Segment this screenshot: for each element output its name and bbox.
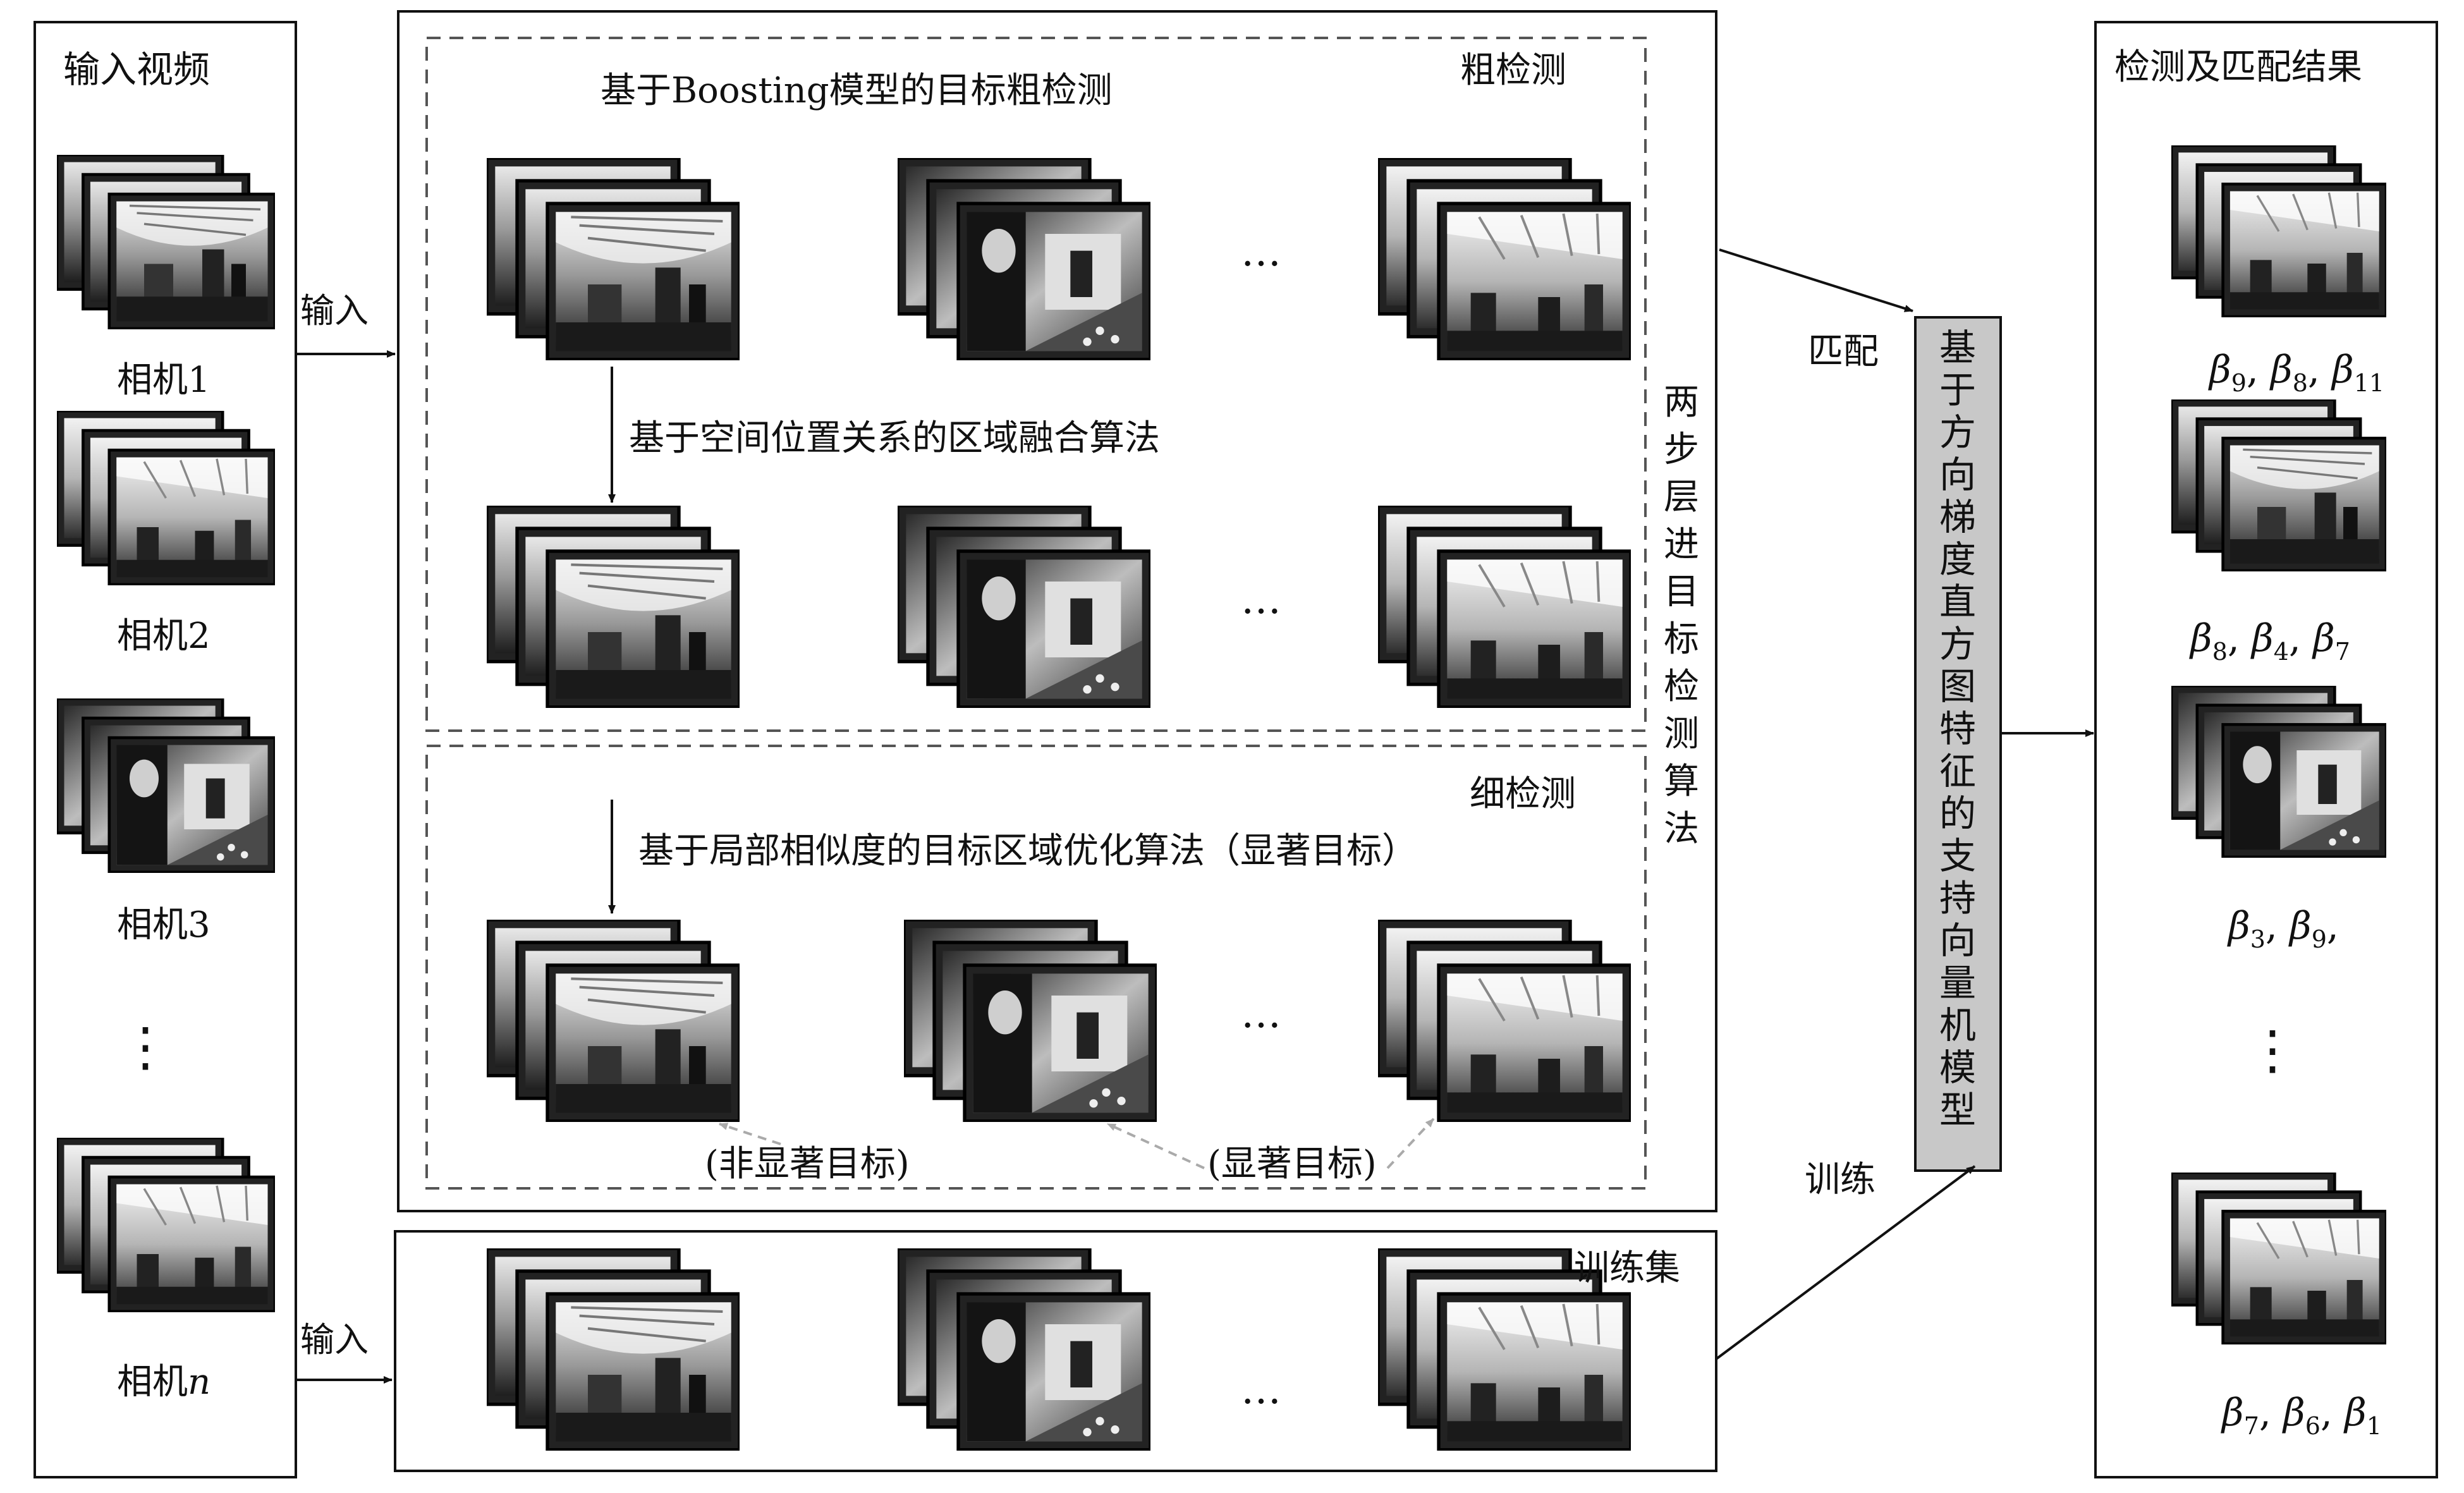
result-label-1: β9, β8, β11 bbox=[2208, 348, 2384, 397]
camera1-thumbnail bbox=[57, 155, 275, 329]
svm-model-box bbox=[1914, 316, 2002, 1172]
svg-text:进: 进 bbox=[1664, 524, 1699, 565]
svg-text:持: 持 bbox=[1939, 877, 1976, 920]
svg-text:征: 征 bbox=[1939, 750, 1976, 793]
svg-text:向: 向 bbox=[1939, 919, 1976, 962]
svg-text:的: 的 bbox=[1939, 792, 1976, 835]
result-thumb-3 bbox=[2171, 686, 2386, 857]
input-video-panel bbox=[34, 21, 297, 1478]
svg-text:β9, β8, β11: β9, β8, β11 bbox=[2208, 348, 2384, 397]
camera-label-3: 相机3 bbox=[117, 905, 210, 946]
svg-text:特: 特 bbox=[1939, 707, 1976, 750]
train-thumb-1 bbox=[487, 1248, 740, 1450]
fine-detection-label: 细检测 bbox=[1470, 774, 1576, 815]
svg-text:于: 于 bbox=[1939, 369, 1976, 411]
camera-label-1: 相机1 bbox=[117, 360, 210, 401]
svg-text:度: 度 bbox=[1939, 538, 1976, 581]
svg-text:目: 目 bbox=[1664, 571, 1699, 612]
fusion-ellipsis: … bbox=[1241, 576, 1281, 623]
result-thumb-2 bbox=[2171, 399, 2386, 571]
svg-text:直: 直 bbox=[1939, 580, 1976, 623]
svg-text:型: 型 bbox=[1939, 1088, 1976, 1131]
train-label: 训练 bbox=[1805, 1159, 1875, 1200]
fusion-thumb-3 bbox=[1378, 506, 1631, 707]
salient-label: (显著目标) bbox=[1207, 1143, 1377, 1185]
camera3-thumbnail bbox=[57, 698, 275, 872]
training-ellipsis: … bbox=[1241, 1367, 1281, 1413]
training-set-panel bbox=[394, 1230, 1717, 1472]
train-thumb-2 bbox=[898, 1248, 1150, 1450]
svg-text:基: 基 bbox=[1939, 326, 1976, 369]
svg-text:算: 算 bbox=[1664, 761, 1699, 802]
svg-text:β8, β4, β7: β8, β4, β7 bbox=[2189, 616, 2350, 666]
svg-text:检: 检 bbox=[1664, 666, 1699, 707]
result-label-4: β7, β6, β1 bbox=[2221, 1391, 2382, 1440]
coarse-detection-label: 粗检测 bbox=[1460, 50, 1566, 91]
svg-text:两: 两 bbox=[1664, 382, 1699, 423]
result-label-3: β3, β9, bbox=[2227, 904, 2339, 953]
svg-text:向: 向 bbox=[1939, 453, 1976, 496]
result-thumb-4 bbox=[2171, 1173, 2386, 1344]
fine-detection-box bbox=[425, 745, 1647, 1190]
side-label-vertical: 两 步 层 进 目 标 检 测 算 法 bbox=[1664, 382, 1699, 850]
svg-text:标: 标 bbox=[1664, 619, 1699, 660]
non-salient-label: (非显著目标) bbox=[705, 1143, 910, 1185]
svg-text:图: 图 bbox=[1939, 665, 1976, 708]
result-label-2: β8, β4, β7 bbox=[2189, 616, 2350, 666]
salient-arrow-left bbox=[1107, 1123, 1205, 1169]
input-label-bottom: 输入 bbox=[300, 1320, 369, 1360]
input-vertical-ellipsis: ⋮ bbox=[119, 1016, 172, 1078]
svg-text:层: 层 bbox=[1664, 477, 1699, 518]
match-label: 匹配 bbox=[1808, 331, 1879, 372]
camera-label-2: 相机2 bbox=[117, 616, 210, 657]
coarse-thumb-1 bbox=[487, 158, 740, 360]
train-arrow bbox=[1715, 1165, 1976, 1360]
fine-ellipsis: … bbox=[1241, 990, 1281, 1037]
svg-text:支: 支 bbox=[1939, 834, 1976, 877]
svm-model-text: 基 于 方 向 梯 度 直 方 图 特 征 的 支 持 向 量 机 模 型 bbox=[1939, 326, 1976, 1131]
cameran-thumbnail bbox=[57, 1138, 275, 1312]
svg-text:量: 量 bbox=[1939, 961, 1976, 1004]
fusion-thumb-2 bbox=[898, 506, 1150, 707]
non-salient-arrow bbox=[719, 1123, 781, 1145]
svg-text:方: 方 bbox=[1939, 623, 1976, 666]
svg-text:测: 测 bbox=[1664, 714, 1699, 755]
fine-thumb-1 bbox=[487, 920, 740, 1121]
svg-text:步: 步 bbox=[1664, 429, 1699, 470]
svg-text:梯: 梯 bbox=[1939, 496, 1976, 539]
detection-panel bbox=[397, 10, 1717, 1212]
svg-text:法: 法 bbox=[1664, 808, 1699, 850]
fine-thumb-3 bbox=[1378, 920, 1631, 1121]
coarse-thumb-3 bbox=[1378, 158, 1631, 360]
svg-text:机: 机 bbox=[1939, 1004, 1976, 1047]
results-title: 检测及匹配结果 bbox=[2114, 47, 2362, 88]
results-vertical-ellipsis: ⋮ bbox=[2246, 1019, 2299, 1081]
coarse-thumb-2 bbox=[898, 158, 1150, 360]
fusion-thumb-1 bbox=[487, 506, 740, 707]
coarse-detection-title: 基于Boosting模型的目标粗检测 bbox=[601, 70, 1113, 111]
result-thumb-1 bbox=[2171, 145, 2386, 317]
svg-text:β3, β9,: β3, β9, bbox=[2227, 904, 2339, 953]
svg-text:β7, β6, β1: β7, β6, β1 bbox=[2221, 1391, 2382, 1440]
svg-text:模: 模 bbox=[1939, 1046, 1976, 1089]
coarse-ellipsis: … bbox=[1241, 229, 1281, 276]
camera2-thumbnail bbox=[57, 411, 275, 585]
camera-label-n: 相机n bbox=[117, 1362, 210, 1403]
fine-algorithm-title: 基于局部相似度的目标区域优化算法（显著目标） bbox=[638, 831, 1417, 872]
input-label-top: 输入 bbox=[300, 291, 369, 331]
results-panel bbox=[2094, 21, 2438, 1478]
input-panel-title: 输入视频 bbox=[63, 48, 210, 91]
match-arrow bbox=[1719, 248, 1913, 312]
fine-thumb-2 bbox=[904, 920, 1157, 1121]
fusion-algorithm-title: 基于空间位置关系的区域融合算法 bbox=[629, 418, 1160, 459]
svg-text:方: 方 bbox=[1939, 411, 1976, 454]
training-set-label: 训练集 bbox=[1574, 1248, 1680, 1289]
salient-arrow-right bbox=[1386, 1118, 1435, 1169]
